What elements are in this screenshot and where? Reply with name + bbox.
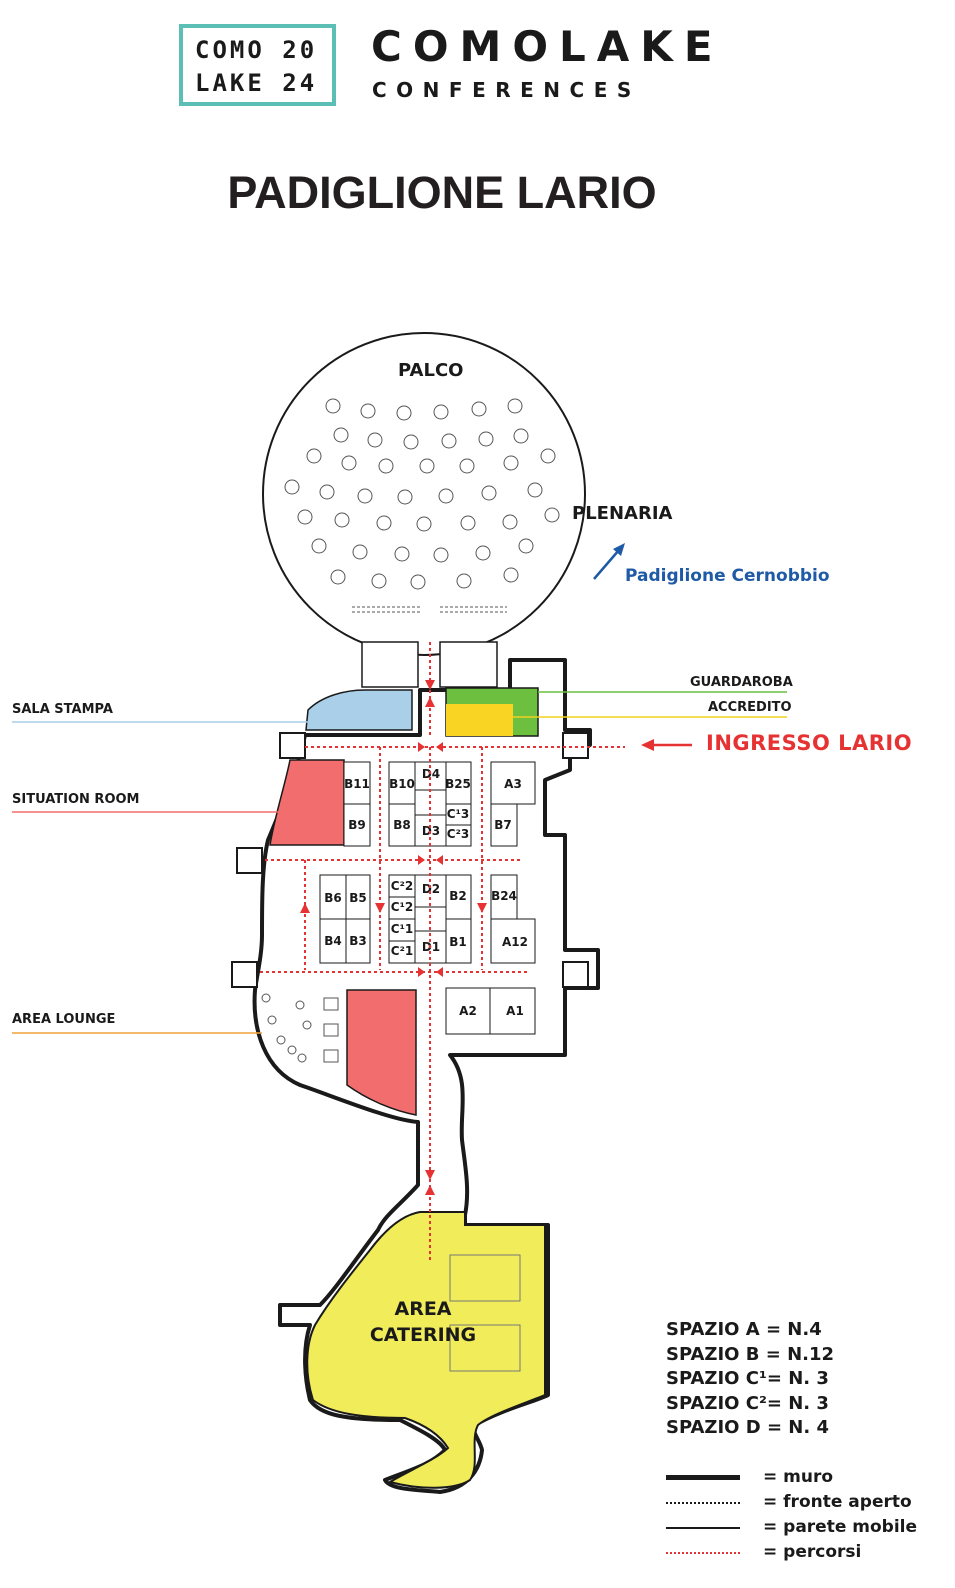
stall-c1-3: C¹3 [447,807,469,821]
stall-b11: B11 [344,777,370,791]
entrance-right-box [562,732,589,759]
entrance-left-box [279,732,306,759]
brand-name: COMOLAKE [371,22,724,71]
sala-stampa-room [305,689,413,731]
lounge-red-room [346,989,417,1116]
guardaroba-label: GUARDAROBA [690,675,793,690]
plenaria-label: PLENARIA [572,503,673,524]
page-title: PADIGLIONE LARIO [227,167,657,218]
cernobbio-arrow-line [593,549,620,580]
area-catering-label: AREA CATERING [358,1296,488,1348]
stall-d2: D2 [422,882,440,896]
side-box-left-2 [236,847,263,874]
count-spazio-a: SPAZIO A = N.4 [666,1319,822,1340]
stall-c1-1: C¹1 [391,922,413,936]
stall-b24: B24 [491,889,517,903]
event-logo-box: COMO 20 LAKE 24 [179,24,336,106]
stall-b25: B25 [445,777,471,791]
stall-grid [319,761,536,1035]
logo-line-1: COMO 20 [195,36,318,64]
stall-b5: B5 [349,891,367,905]
accredito-room [446,704,513,736]
count-spazio-c2: SPAZIO C²= N. 3 [666,1392,829,1414]
ingresso-lario-label: INGRESSO LARIO [706,731,913,755]
ingresso-arrow-head [641,739,654,751]
legend-swatch-parete [666,1527,740,1529]
stall-a3: A3 [504,777,522,791]
accredito-label: ACCREDITO [708,700,792,715]
legend-label-muro: = muro [763,1467,834,1487]
area-catering-room [306,1211,546,1489]
lounge-furniture [261,993,339,1063]
legend-label-percorsi: = percorsi [763,1542,862,1562]
plenaria-seat-rows [352,606,507,613]
route-arrows [300,680,487,1195]
legend-swatch-percorsi [666,1552,740,1554]
cernobbio-arrow-head [613,543,625,556]
stall-a12: A12 [502,935,528,949]
count-spazio-c1: SPAZIO C¹= N. 3 [666,1368,829,1390]
stall-c1-2: C¹2 [391,900,413,914]
stall-b9: B9 [348,818,366,832]
stall-a1: A1 [506,1004,524,1018]
situation-room [269,759,345,846]
legend-swatch-muro [666,1475,740,1480]
situation-room-label: SITUATION ROOM [12,792,140,807]
brand-subtitle: CONFERENCES [372,78,641,102]
stall-b7: B7 [494,818,512,832]
sala-stampa-label: SALA STAMPA [12,702,113,717]
stall-b3: B3 [349,934,367,948]
stall-c2-1: C²1 [391,944,413,958]
stall-a2: A2 [459,1004,477,1018]
count-spazio-d: SPAZIO D = N. 4 [666,1417,830,1439]
stall-c2-3: C²3 [447,827,469,841]
legend-label-fronte: = fronte aperto [763,1492,912,1512]
legend-label-parete: = parete mobile [763,1517,918,1537]
count-spazio-b: SPAZIO B = N.12 [666,1343,835,1365]
side-box-right-3 [562,961,589,988]
area-catering-line-2: CATERING [369,1324,477,1346]
catering-table-1 [449,1254,521,1302]
palco-label: PALCO [398,360,464,381]
catering-table-2 [449,1324,521,1372]
stall-c2-2: C²2 [391,879,413,893]
stall-b1: B1 [449,935,467,949]
logo-line-2: LAKE 24 [195,69,318,97]
stall-b4: B4 [324,934,342,948]
space-counts: SPAZIO A = N.4 SPAZIO B = N.12 SPAZIO C¹… [666,1318,834,1441]
stall-b8: B8 [393,818,411,832]
side-box-left-3 [231,961,258,988]
cernobbio-link[interactable]: Padiglione Cernobbio [625,566,830,586]
stall-b2: B2 [449,889,467,903]
area-lounge-label: AREA LOUNGE [12,1012,116,1027]
stall-b10: B10 [389,777,415,791]
stall-b6: B6 [324,891,342,905]
passage-left [361,641,419,688]
passage-right [439,641,498,688]
plenaria-tables [284,398,560,590]
legend-swatch-fronte [666,1502,740,1504]
area-catering-line-1: AREA [394,1298,452,1320]
